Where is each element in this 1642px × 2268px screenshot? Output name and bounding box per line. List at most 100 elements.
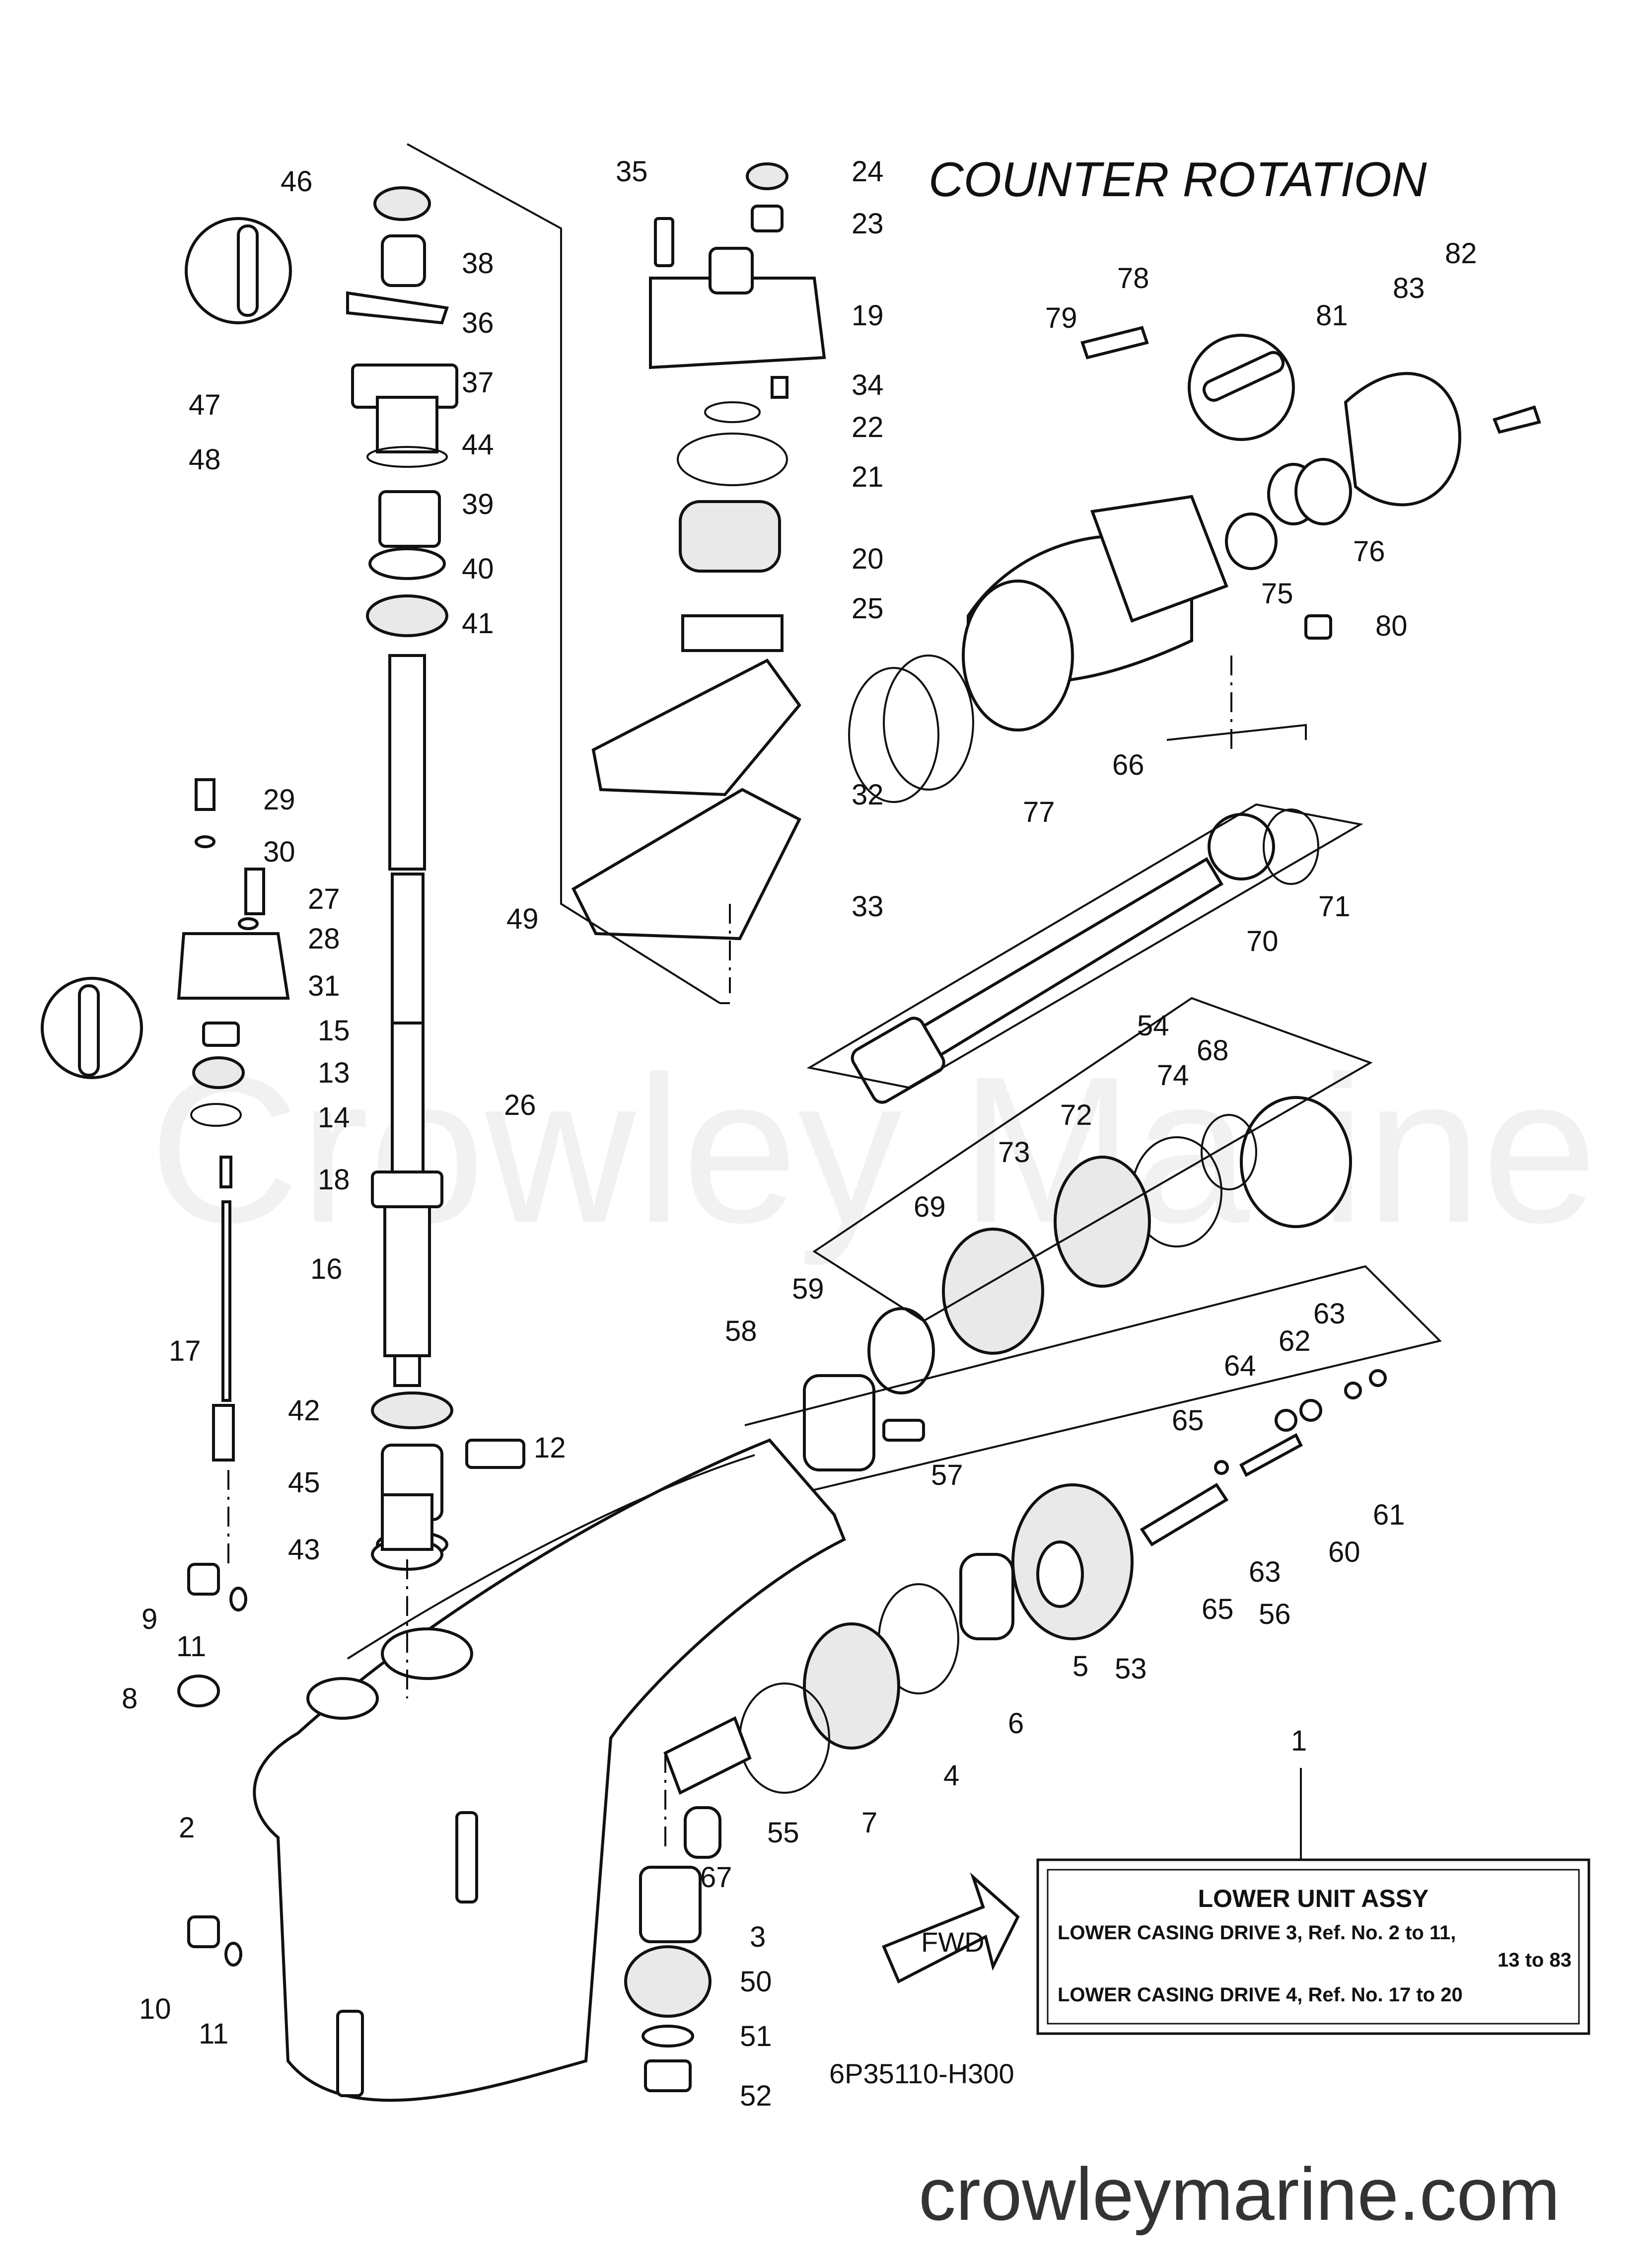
diagram-code: 6P35110-H300	[829, 2058, 1014, 2089]
callout-2: 2	[179, 1812, 195, 1844]
callout-30: 30	[263, 836, 295, 868]
callout-50: 50	[740, 1966, 772, 1998]
callout-55: 55	[767, 1817, 799, 1849]
callout-64: 64	[1224, 1350, 1256, 1382]
callout-28: 28	[308, 923, 340, 955]
callout-36: 36	[462, 307, 494, 339]
callout-53: 53	[1115, 1653, 1147, 1685]
callout-78: 78	[1117, 262, 1149, 294]
callout-22: 22	[852, 411, 884, 443]
callout-67: 67	[700, 1861, 732, 1894]
callout-81: 81	[1316, 299, 1348, 332]
callout-23: 23	[852, 208, 884, 240]
diagram-title: COUNTER ROTATION	[928, 152, 1427, 207]
callout-62: 62	[1279, 1325, 1311, 1357]
callout-61: 61	[1373, 1499, 1405, 1531]
callout-5: 5	[1072, 1650, 1088, 1683]
callout-1: 1	[1291, 1725, 1307, 1757]
callout-32: 32	[852, 779, 884, 811]
fwd-arrow: FWD	[882, 1872, 1020, 1984]
part-group-forward-gear	[624, 1369, 1387, 2092]
callout-63-lower: 63	[1249, 1556, 1281, 1588]
callout-66: 66	[1112, 749, 1144, 781]
callout-45: 45	[288, 1466, 320, 1499]
callout-65-upper: 65	[1172, 1404, 1204, 1437]
callout-72: 72	[1060, 1099, 1092, 1131]
callout-70: 70	[1246, 925, 1279, 957]
callout-41: 41	[462, 607, 494, 640]
callout-65-lower: 65	[1202, 1593, 1234, 1625]
callout-69: 69	[914, 1191, 946, 1223]
callout-9: 9	[142, 1603, 157, 1635]
callout-20: 20	[852, 543, 884, 575]
callout-17: 17	[169, 1335, 201, 1367]
callout-58: 58	[725, 1315, 757, 1347]
callout-21: 21	[852, 461, 884, 493]
callout-47: 47	[189, 389, 221, 421]
callout-76: 76	[1353, 535, 1385, 568]
part-group-water-pump	[571, 162, 826, 941]
callout-3: 3	[750, 1921, 766, 1953]
callout-11-upper: 11	[176, 1630, 206, 1663]
callout-75: 75	[1261, 578, 1293, 610]
part-group-drive-shaft	[346, 186, 525, 1558]
callout-59: 59	[792, 1273, 824, 1305]
callout-18: 18	[318, 1164, 350, 1196]
callout-60: 60	[1328, 1536, 1360, 1568]
assy-line-1: LOWER CASING DRIVE 3, Ref. No. 2 to 11,	[1058, 1922, 1456, 1944]
callout-80: 80	[1375, 610, 1408, 642]
callout-31: 31	[308, 970, 340, 1002]
callout-29: 29	[263, 784, 295, 816]
callout-6: 6	[1008, 1707, 1024, 1740]
callout-71: 71	[1318, 890, 1351, 923]
part-group-shift-rod	[41, 217, 292, 1462]
callout-49: 49	[506, 903, 539, 935]
callout-10: 10	[139, 1993, 171, 2025]
callout-37: 37	[462, 366, 494, 399]
part-group-shaft-housing	[848, 326, 1541, 803]
callout-77: 77	[1023, 796, 1055, 828]
callout-labels: 1 2 3 4 5 6 7 8 9 10 11 11 12 13 14 15 1…	[122, 155, 1477, 2112]
callout-43: 43	[288, 1534, 320, 1566]
callout-42: 42	[288, 1394, 320, 1427]
callout-35: 35	[616, 155, 648, 188]
fwd-label: FWD	[921, 1926, 985, 1958]
callout-24: 24	[852, 155, 884, 188]
callout-7: 7	[861, 1807, 877, 1839]
callout-11-lower: 11	[199, 2018, 228, 2050]
callout-79: 79	[1045, 302, 1077, 334]
callout-40: 40	[462, 553, 494, 585]
callout-13: 13	[318, 1057, 350, 1089]
callout-44: 44	[462, 429, 494, 461]
callout-68: 68	[1197, 1034, 1229, 1067]
callout-15: 15	[318, 1015, 350, 1047]
callout-73: 73	[998, 1136, 1030, 1169]
callout-82: 82	[1445, 237, 1477, 270]
assy-line-2: 13 to 83	[1498, 1949, 1571, 1971]
callout-38: 38	[462, 247, 494, 280]
callout-26: 26	[504, 1089, 536, 1121]
callout-52: 52	[740, 2080, 772, 2112]
callout-14: 14	[318, 1101, 350, 1134]
callout-8: 8	[122, 1683, 138, 1715]
callout-19: 19	[852, 299, 884, 332]
assy-header: LOWER UNIT ASSY	[1198, 1885, 1429, 1912]
callout-4: 4	[943, 1759, 959, 1792]
callout-63-upper: 63	[1313, 1298, 1346, 1330]
callout-25: 25	[852, 592, 884, 625]
callout-51: 51	[740, 2020, 772, 2052]
assy-line-3: LOWER CASING DRIVE 4, Ref. No. 17 to 20	[1058, 1984, 1463, 2006]
callout-56: 56	[1259, 1598, 1291, 1630]
footer-url: crowleymarine.com	[919, 2152, 1560, 2236]
callout-16: 16	[310, 1253, 343, 1285]
callout-48: 48	[189, 443, 221, 476]
callout-83: 83	[1393, 272, 1425, 304]
callout-54: 54	[1137, 1010, 1169, 1042]
leader-lines	[227, 143, 1442, 1847]
callout-33: 33	[852, 890, 884, 923]
lower-unit-assy-box: LOWER UNIT ASSY LOWER CASING DRIVE 3, Re…	[1036, 1768, 1590, 2035]
callout-39: 39	[462, 488, 494, 520]
callout-34: 34	[852, 369, 884, 401]
callout-46: 46	[281, 165, 313, 198]
